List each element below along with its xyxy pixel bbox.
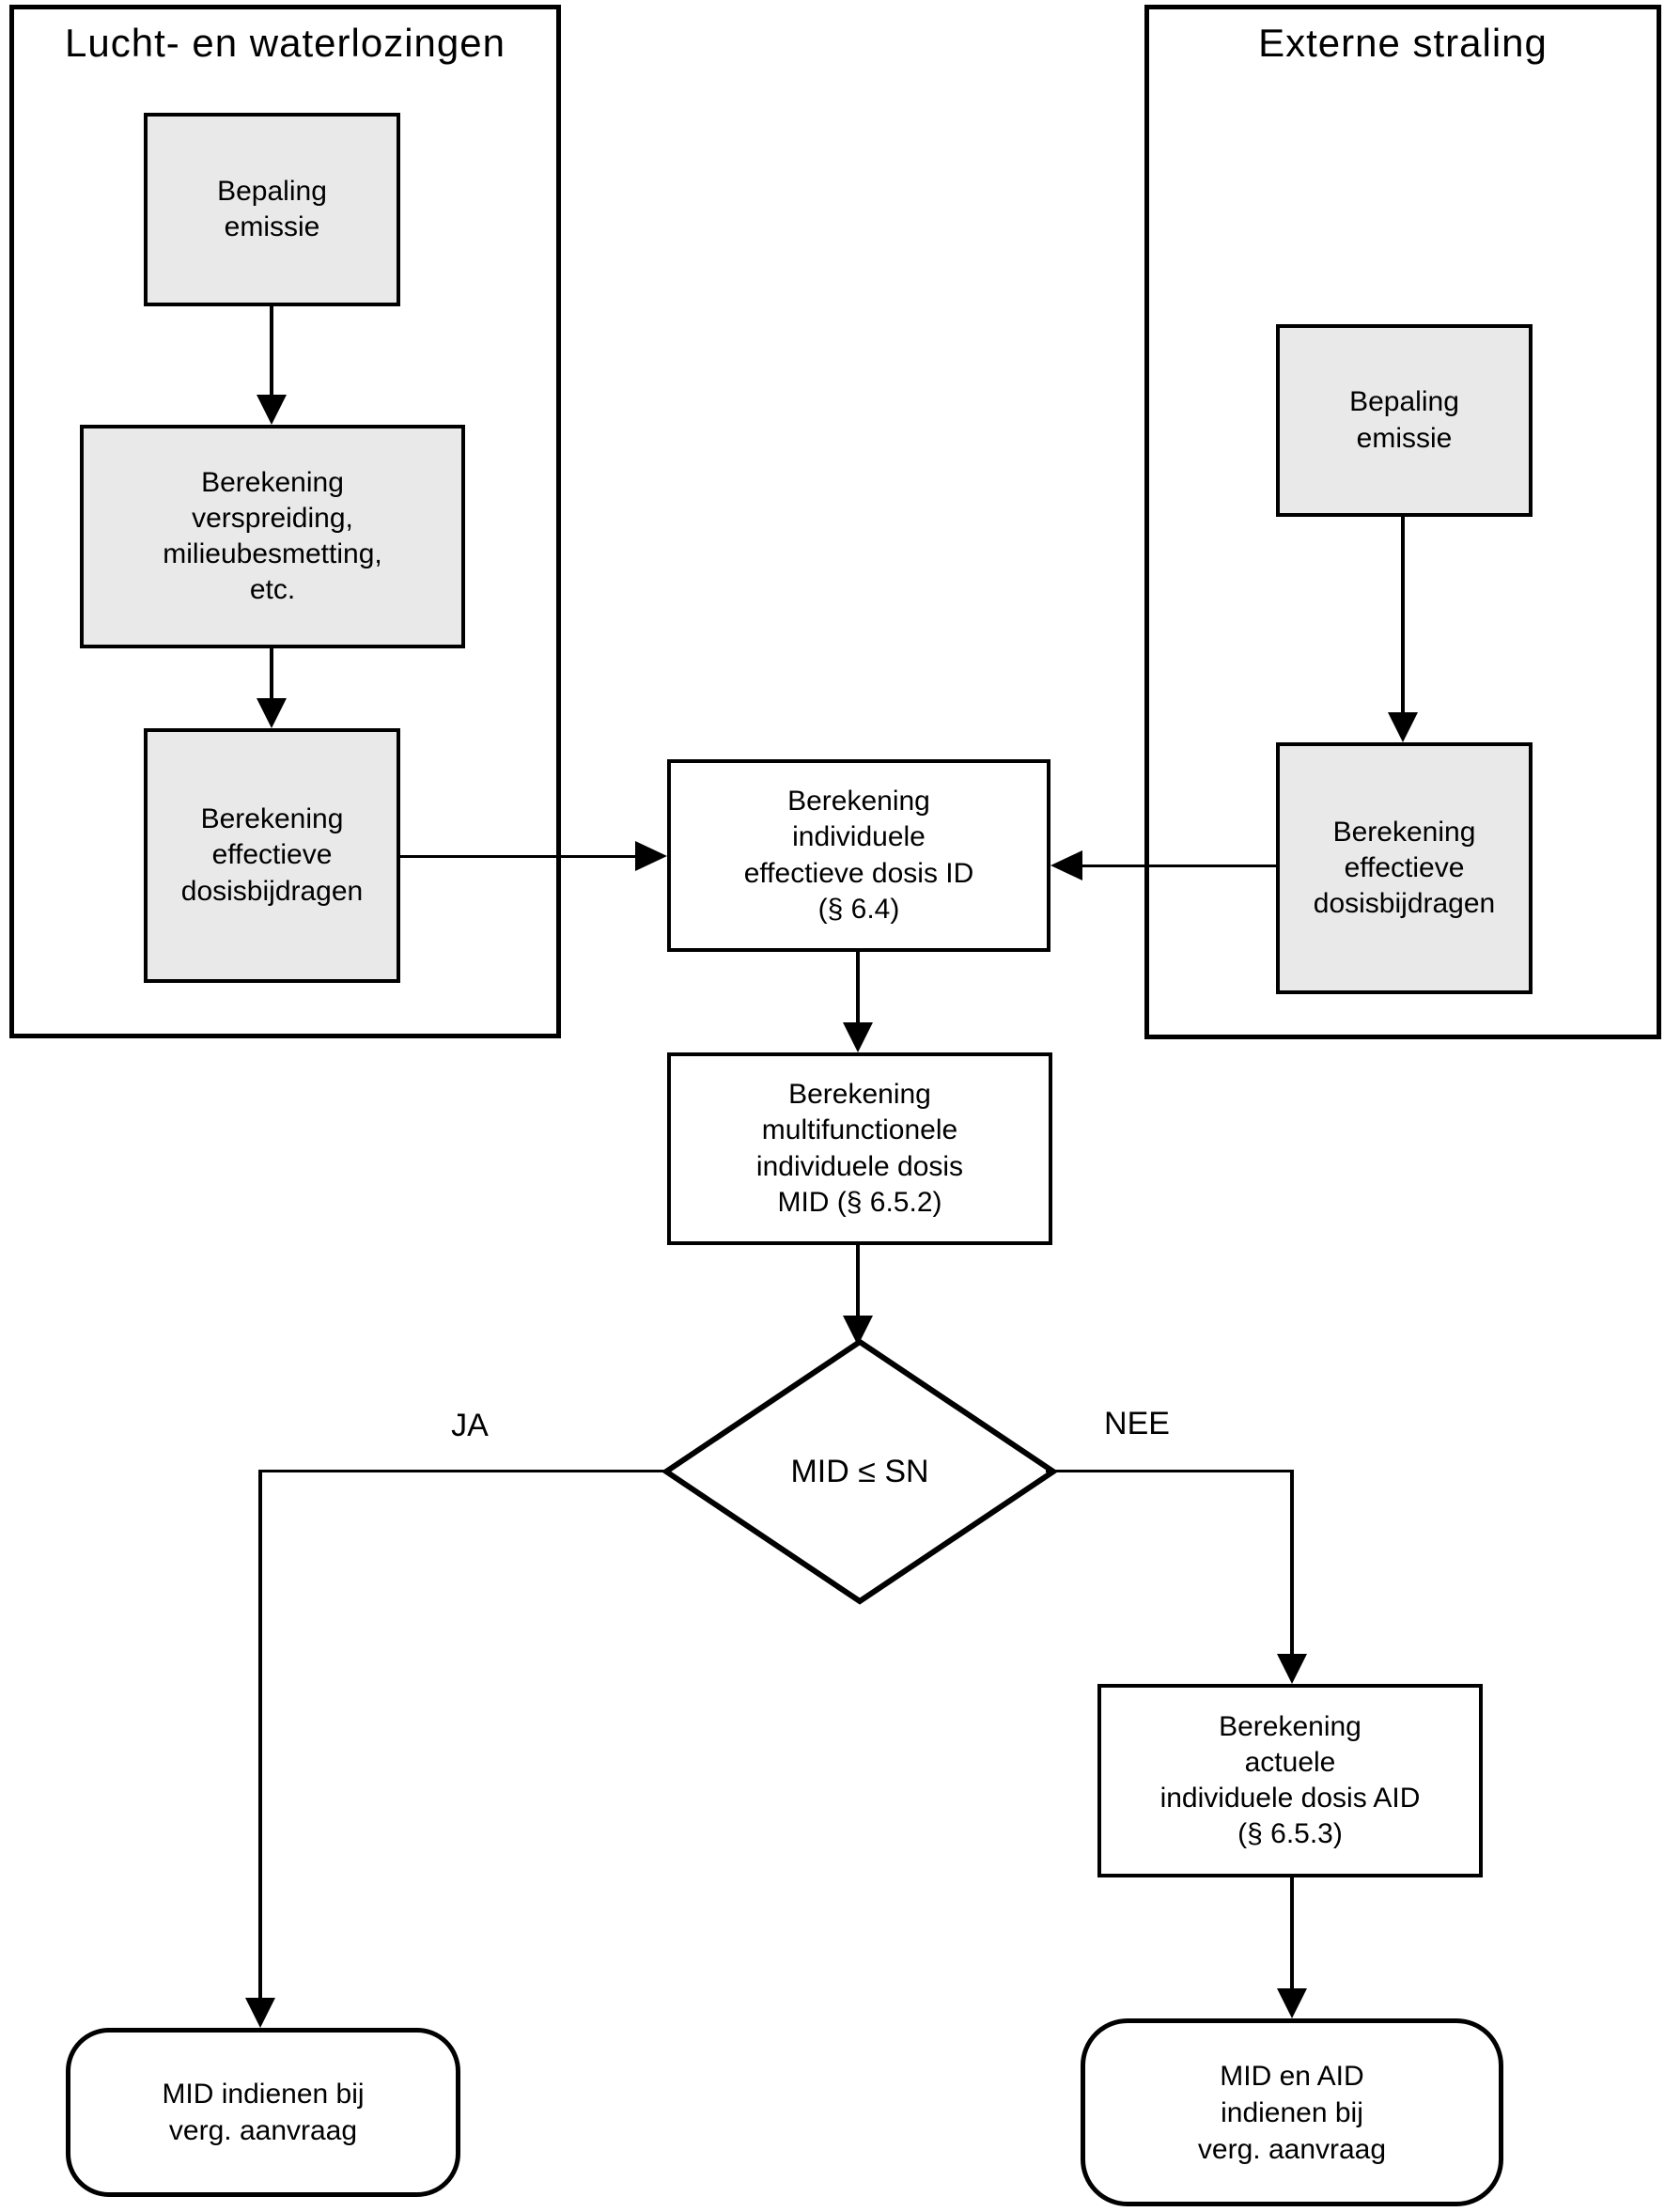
- arrowhead-down-icon: [245, 1998, 275, 2028]
- arrowhead-down-icon: [257, 395, 287, 425]
- node-bepaling-emissie-links: Bepaling emissie: [144, 113, 400, 306]
- arrowhead-down-icon: [1277, 1654, 1307, 1684]
- container-title-lucht: Lucht- en waterlozingen: [65, 21, 506, 65]
- node-berekening-actuele-individuele-dosis-aid: Berekening actuele individuele dosis AID…: [1097, 1684, 1483, 1877]
- terminator-mid-aid-indienen: MID en AID indienen bij verg. aanvraag: [1081, 2018, 1503, 2206]
- arrowhead-down-icon: [843, 1316, 873, 1346]
- node-label: Berekening effectieve dosisbijdragen: [180, 803, 364, 907]
- node-label: Berekening individuele effectieve dosis …: [743, 786, 974, 925]
- diamond-shape: [662, 1338, 1057, 1605]
- terminator-label: MID en AID indienen bij verg. aanvraag: [1197, 2060, 1387, 2165]
- connector-nee-vertical: [1290, 1470, 1294, 1654]
- connector-ja-vertical: [258, 1470, 262, 1998]
- node-label: Berekening verspreiding, milieubesmettin…: [163, 466, 382, 606]
- connector-l-bepaling-verspreiding: [270, 306, 273, 395]
- node-berekening-verspreiding: Berekening verspreiding, milieubesmettin…: [80, 425, 465, 648]
- node-berekening-dosisbijdragen-rechts: Berekening effectieve dosisbijdragen: [1276, 742, 1533, 994]
- label-nee: NEE: [1104, 1406, 1170, 1441]
- arrowhead-down-icon: [1277, 1988, 1307, 2018]
- node-berekening-multifunctionele-individuele-dosis-mid: Berekening multifunctionele individuele …: [667, 1052, 1052, 1245]
- node-bepaling-emissie-rechts: Bepaling emissie: [1276, 324, 1533, 517]
- connector-l-verspreiding-dosis: [270, 648, 273, 698]
- connector-id-mid: [856, 952, 860, 1022]
- connector-mid-decision: [856, 1245, 860, 1316]
- connector-r-dosis-id: [1081, 865, 1276, 867]
- decision-mid-sn: MID ≤ SN: [662, 1338, 1057, 1605]
- node-berekening-individuele-effectieve-dosis-id: Berekening individuele effectieve dosis …: [667, 759, 1050, 952]
- node-label: Bepaling emissie: [217, 175, 327, 242]
- node-label: Berekening actuele individuele dosis AID…: [1159, 1710, 1421, 1850]
- arrowhead-down-icon: [1388, 712, 1418, 742]
- arrowhead-left-icon: [1050, 850, 1082, 880]
- node-label: Berekening multifunctionele individuele …: [755, 1079, 964, 1218]
- connector-aid-terminator: [1290, 1877, 1294, 1988]
- connector-nee-horizontal: [1046, 1470, 1294, 1472]
- connector-l-dosis-id: [400, 855, 637, 858]
- decision-label: MID ≤ SN: [790, 1453, 929, 1489]
- terminator-label: MID indienen bij verg. aanvraag: [162, 2079, 365, 2146]
- arrowhead-right-icon: [635, 841, 667, 871]
- connector-r-bepaling-dosis: [1401, 517, 1405, 712]
- label-ja: JA: [451, 1408, 489, 1443]
- connector-ja-horizontal: [260, 1470, 670, 1472]
- node-berekening-dosisbijdragen-links: Berekening effectieve dosisbijdragen: [144, 728, 400, 983]
- node-label: Bepaling emissie: [1349, 386, 1459, 454]
- arrowhead-down-icon: [843, 1022, 873, 1052]
- terminator-mid-indienen: MID indienen bij verg. aanvraag: [66, 2028, 460, 2197]
- container-title-extern: Externe straling: [1258, 21, 1548, 65]
- arrowhead-down-icon: [257, 698, 287, 728]
- node-label: Berekening effectieve dosisbijdragen: [1313, 816, 1496, 920]
